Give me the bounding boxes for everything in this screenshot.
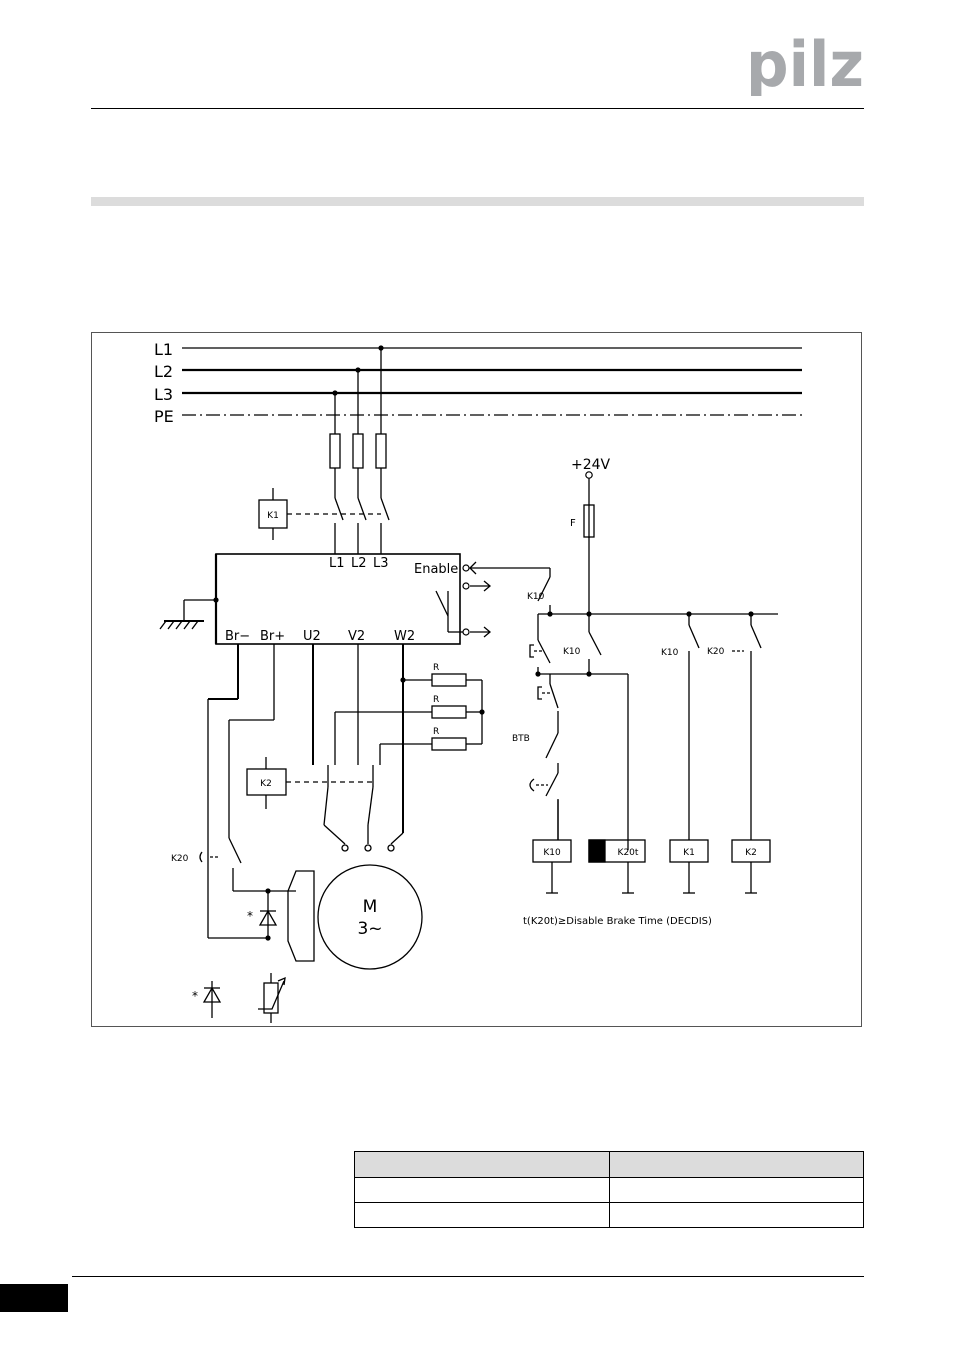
resistor xyxy=(431,705,467,719)
label-fuse: F xyxy=(570,518,576,529)
coil-label-k10: K10 xyxy=(543,848,561,858)
drive-terminal-br-plus: Br+ xyxy=(260,629,285,644)
table-cell xyxy=(354,1202,610,1228)
fuse xyxy=(375,433,387,469)
wiring-diagram-figure: L1 L2 L3 PE +24V F K1 L1 L2 L3 Enable Br… xyxy=(91,332,862,1027)
drive-terminal-br-minus: Br− xyxy=(225,629,250,644)
wiring-diagram: L1 L2 L3 PE +24V F K1 L1 L2 L3 Enable Br… xyxy=(154,340,802,1023)
drive-terminal-enable: Enable xyxy=(414,562,458,577)
drive-terminal-u2: U2 xyxy=(303,629,321,644)
coil-label-k1: K1 xyxy=(683,848,695,858)
drive-terminal-l2: L2 xyxy=(351,556,367,571)
motor-label-line1: M xyxy=(363,897,378,917)
motor-label-line2: 3~ xyxy=(357,919,382,939)
table-cell xyxy=(354,1177,610,1203)
drive-terminal-l3: L3 xyxy=(373,556,389,571)
fuse xyxy=(329,433,341,469)
coil-label-k2: K2 xyxy=(745,848,757,858)
table-row xyxy=(354,1202,864,1228)
motor xyxy=(317,864,423,970)
label-k1-top: K1 xyxy=(267,511,279,521)
resistor xyxy=(431,673,467,687)
label-resistor: R xyxy=(433,663,439,673)
footer-rule xyxy=(72,1276,864,1277)
label-l2: L2 xyxy=(154,362,173,381)
label-k20: K20 xyxy=(707,647,725,657)
table-row xyxy=(354,1177,864,1203)
pilz-logo: pilz xyxy=(746,36,864,96)
diode-mark: * xyxy=(247,909,253,923)
table-cell xyxy=(609,1177,864,1203)
label-k2-power: K2 xyxy=(260,779,272,789)
table-header-cell xyxy=(354,1151,610,1178)
table-header-row xyxy=(354,1151,864,1178)
section-heading-bar xyxy=(91,197,864,206)
label-resistor: R xyxy=(433,727,439,737)
brake xyxy=(287,870,315,962)
table-cell xyxy=(609,1202,864,1228)
drive-terminal-l1: L1 xyxy=(329,556,345,571)
info-table xyxy=(354,1151,864,1228)
label-resistor: R xyxy=(433,695,439,705)
label-k10: K10 xyxy=(661,648,679,658)
resistor xyxy=(431,737,467,751)
label-k20-brake: K20 xyxy=(171,854,189,864)
coil-label-k20t: K20t xyxy=(618,848,639,858)
drive-terminal-w2: W2 xyxy=(394,629,415,644)
logo-text: pilz xyxy=(746,36,864,96)
label-supply: +24V xyxy=(571,457,611,473)
drive-terminal-v2: V2 xyxy=(348,629,365,644)
label-l3: L3 xyxy=(154,385,173,404)
timing-note: t(K20t)≥Disable Brake Time (DECDIS) xyxy=(523,916,712,927)
label-k10: K10 xyxy=(563,647,581,657)
label-k10: K10 xyxy=(527,592,545,602)
label-pe: PE xyxy=(154,407,174,426)
page-number-tab xyxy=(0,1284,68,1312)
fuse xyxy=(352,433,364,469)
label-l1: L1 xyxy=(154,340,173,359)
label-btb: BTB xyxy=(512,734,530,744)
table-header-cell xyxy=(609,1151,864,1178)
header-rule xyxy=(91,108,864,109)
diode-mark: * xyxy=(192,989,198,1003)
